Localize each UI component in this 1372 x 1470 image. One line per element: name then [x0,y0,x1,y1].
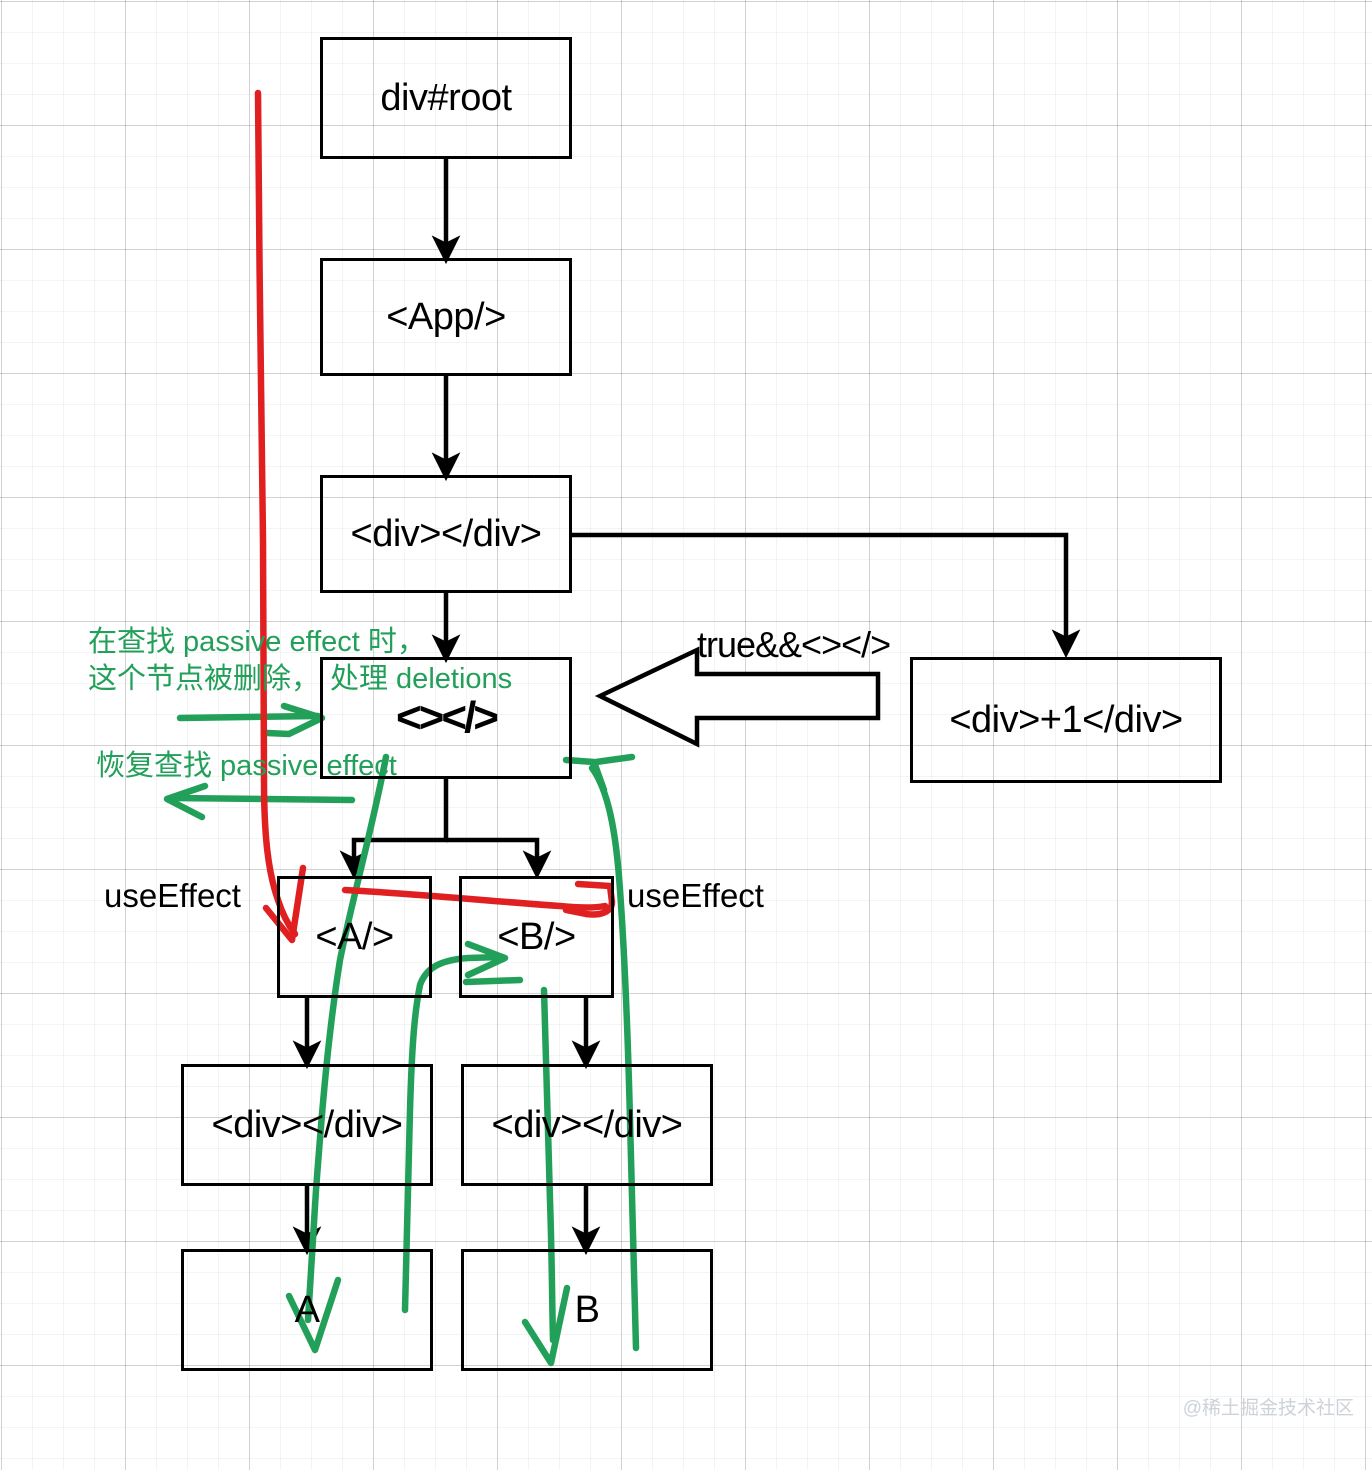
watermark: @稀土掘金技术社区 [1182,1398,1354,1419]
connector-fragment-split [339,779,449,880]
node-div-a-label: <div></div> [211,1103,403,1146]
green-arrow-into-fragment [176,712,322,722]
node-text-b-label: B [574,1288,600,1331]
node-div-a[interactable]: <div></div> [181,1064,433,1186]
node-component-b-label: <B/> [497,915,576,958]
label-useeffect-right: useEffect [627,877,764,914]
connector-fragment-split-right [446,837,552,880]
node-component-b[interactable]: <B/> [459,876,614,998]
node-app-label: <App/> [386,295,506,338]
green-path-a [304,753,390,1324]
green-arrow-restore [168,794,356,804]
label-arrow-condition: true&&<></> [697,624,891,665]
annotation-note-in-box: 处理 deletions [330,663,513,695]
node-div-top-label: <div></div> [350,512,542,555]
node-div-b-label: <div></div> [491,1103,683,1146]
green-arrow-restore-head [163,782,209,821]
node-component-a[interactable]: <A/> [277,876,432,998]
node-div-top[interactable]: <div></div> [320,475,572,593]
node-text-a[interactable]: A [181,1249,433,1371]
node-fragment[interactable]: <></> [320,657,572,779]
node-div-plus-one[interactable]: <div>+1</div> [910,657,1222,783]
node-text-b[interactable]: B [461,1249,713,1371]
node-fragment-label: <></> [395,693,499,742]
green-arrow-into-fragment-head [263,702,326,738]
annotation-note-top-line2: 这个节点被删除， [88,663,321,695]
node-text-a-label: A [294,1288,320,1331]
green-arrow-right-tail [592,753,636,766]
node-app[interactable]: <App/> [320,258,572,376]
node-div-plus-one-label: <div>+1</div> [949,698,1183,741]
node-div-root-label: div#root [380,76,512,119]
node-div-root[interactable]: div#root [320,37,572,159]
node-component-a-label: <A/> [315,915,394,958]
red-path-main [254,89,299,938]
label-useeffect-left: useEffect [104,877,241,914]
annotation-note-top-line1: 在查找 passive effect 时， [88,626,426,658]
node-div-b[interactable]: <div></div> [461,1064,713,1186]
annotation-note-restore: 恢复查找 passive effect [96,750,397,782]
